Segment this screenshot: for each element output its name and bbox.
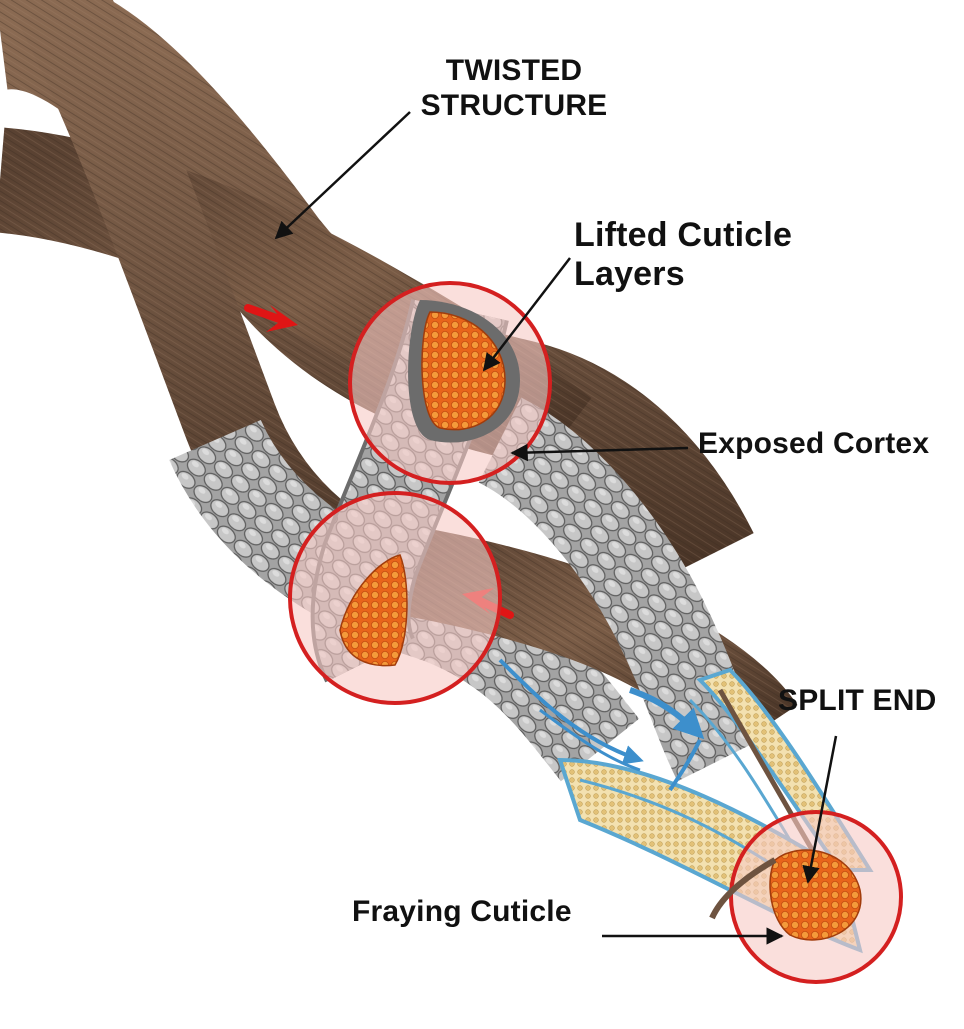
label-fraying-cuticle: Fraying Cuticle bbox=[352, 895, 572, 928]
highlight-lifted-cuticle bbox=[348, 281, 552, 485]
highlight-exposed-cortex bbox=[288, 491, 502, 705]
label-split-end: SPLIT END bbox=[778, 684, 937, 717]
leader-lines bbox=[274, 111, 838, 945]
leader-exposed-cortex bbox=[510, 443, 689, 462]
leader-twisted-structure bbox=[274, 111, 411, 240]
label-twisted-line-2: STRUCTURE bbox=[420, 88, 608, 122]
label-lifted-cuticle: Lifted Cuticle Layers bbox=[574, 216, 834, 294]
label-lifted-line-1: Lifted Cuticle bbox=[574, 216, 793, 254]
label-exposed-cortex: Exposed Cortex bbox=[698, 427, 930, 460]
flow-arrows bbox=[498, 658, 705, 792]
leader-lifted-cuticle bbox=[482, 257, 571, 372]
leader-split-end bbox=[802, 735, 838, 884]
label-twisted-line-1: TWISTED bbox=[445, 54, 583, 87]
label-lifted-line-2: Layers bbox=[574, 255, 685, 294]
label-twisted-structure: TWISTED STRUCTURE bbox=[412, 54, 616, 123]
